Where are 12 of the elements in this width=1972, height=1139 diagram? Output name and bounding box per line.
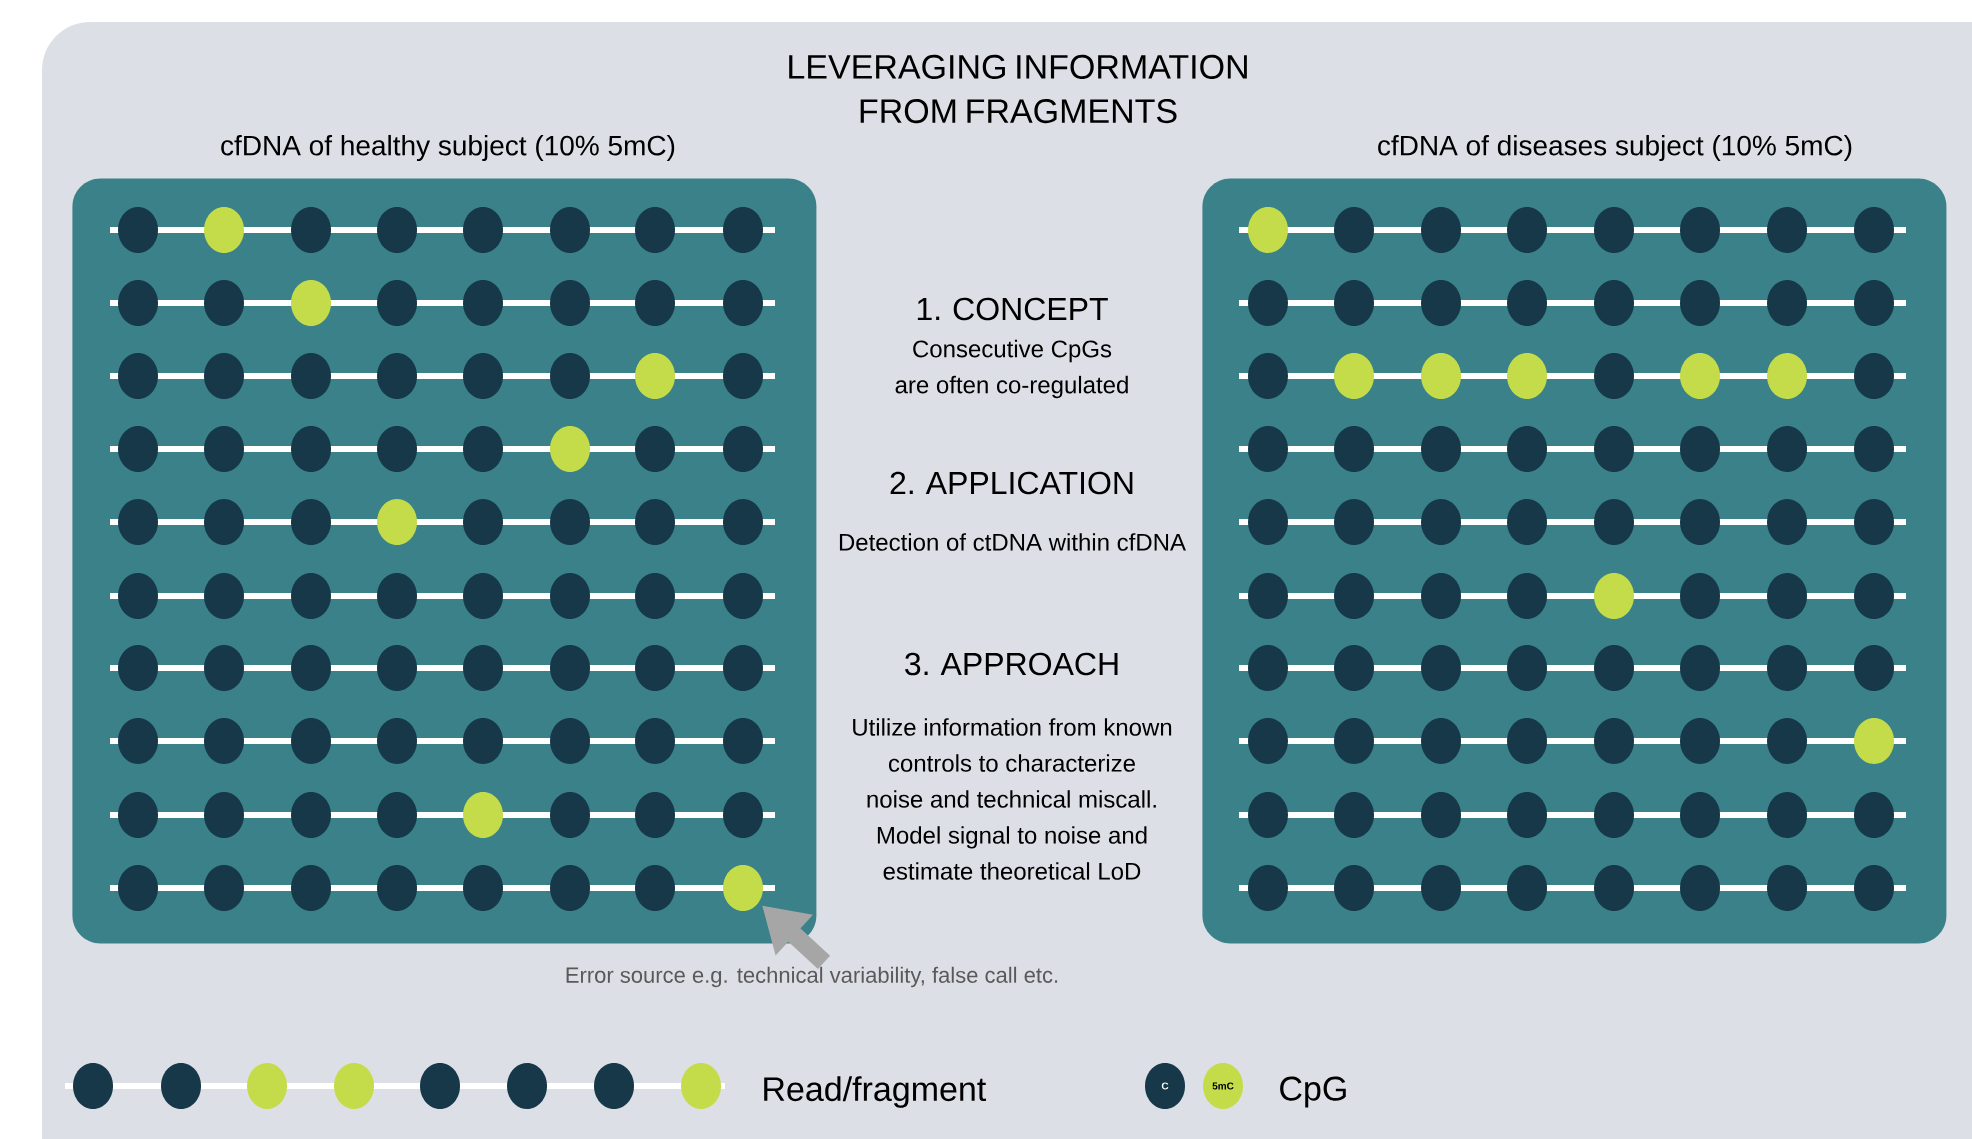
section-heading: 1. CONCEPT bbox=[917, 297, 1108, 321]
section-heading: 3. APPROACH bbox=[905, 652, 1118, 676]
section-text: Consecutive CpGs are often co-regulated bbox=[895, 339, 1128, 399]
node-label: cfDNA of healthy subject (10% 5mC) bbox=[221, 134, 675, 162]
legend-label: CpG bbox=[1280, 1076, 1346, 1108]
section-heading: 2. APPLICATION bbox=[890, 471, 1133, 495]
title: LEVERAGING INFORMATION FROM FRAGMENTS bbox=[789, 54, 1247, 124]
node-label: cfDNA of diseases subject (10% 5mC) bbox=[1378, 134, 1852, 162]
cpg-dot bbox=[723, 865, 763, 911]
annotation: Error source e.g. technical variability, false call etc. bbox=[566, 966, 1058, 988]
section-text: Utilize information from known controls to characterize noise and technical miscall. Model signal to noise and estimate theoretical LoD bbox=[853, 718, 1172, 880]
legend-label: Read/fragment bbox=[764, 1076, 986, 1108]
